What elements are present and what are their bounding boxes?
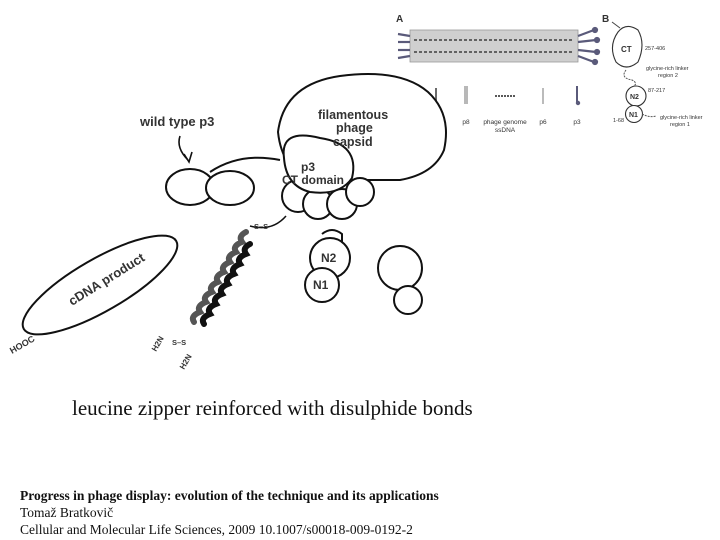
p3-glyph-head — [575, 100, 581, 106]
hooc-label: HOOC — [8, 333, 37, 355]
phage-filament — [409, 29, 579, 63]
inset-b-letter: B — [602, 14, 609, 25]
legend-p3: p3 — [573, 119, 581, 126]
capsid-label-2: phage — [336, 121, 373, 135]
inset-a-letter: A — [396, 14, 403, 25]
cdna-product — [21, 234, 179, 336]
n2-label: N2 — [321, 251, 337, 265]
zipper-to-ct-linker — [249, 215, 287, 229]
inset-linker-1 — [641, 113, 657, 118]
inset-b-pointer — [611, 21, 621, 29]
legend-genome: phage genome — [483, 119, 527, 126]
legend-p8: p8 — [462, 119, 470, 126]
wild-type-arrow — [178, 135, 189, 161]
inset-linker1-text-2: region 1 — [670, 122, 690, 128]
main-schematic — [21, 73, 447, 336]
inset-linker2-text-1: glycine-rich linker — [646, 66, 689, 72]
citation-author: Tomaž Bratkovič — [20, 505, 114, 520]
inset-linker1-text-1: glycine-rich linker — [660, 115, 703, 121]
inset-linker-2 — [623, 69, 636, 89]
inset-n2-range: 87-217 — [648, 88, 665, 94]
p7-glyph — [435, 88, 437, 102]
p6-glyph — [542, 88, 544, 104]
legend-ssdna: ssDNA — [495, 127, 516, 134]
inset-a: A p9 p7 p8 phage genome ssDNA p6 p3 — [396, 14, 601, 134]
citation-title: Progress in phage display: evolution of … — [20, 488, 439, 503]
inset-linker2-text-2: region 2 — [658, 73, 678, 79]
figure-caption: leucine zipper reinforced with disulphid… — [72, 396, 473, 420]
black-helix — [199, 241, 253, 327]
citation-journal: Cellular and Molecular Life Sciences, 20… — [20, 522, 413, 537]
n1-domain — [304, 267, 340, 303]
h2n-label-2: H2N — [178, 352, 194, 370]
legend-p6: p6 — [539, 119, 547, 126]
grey-helix — [189, 229, 249, 325]
ct-domain-lobe-4 — [345, 177, 375, 207]
ct-label-1: p3 — [301, 160, 315, 174]
inset-b: B CT 257-406 glycine-rich linker region … — [602, 14, 703, 128]
wild-type-p3-label: wild type p3 — [139, 114, 214, 129]
inset-n1-range: 1-68 — [613, 118, 624, 124]
disulphide-label-top: S–S — [254, 222, 268, 231]
inset-ct-label: CT — [621, 45, 632, 54]
inset-ct-range: 257-406 — [645, 46, 665, 52]
p3-p6-cap — [577, 26, 601, 66]
wild-type-p3-linker — [209, 156, 281, 173]
free-n-domain-2 — [393, 285, 423, 315]
p9-p7-cap — [397, 32, 411, 60]
free-n-domain-1 — [377, 245, 423, 291]
phage-display-diagram: A p9 p7 p8 phage genome ssDNA p6 p3 B — [8, 14, 703, 370]
inset-n1-label: N1 — [629, 112, 638, 119]
wild-type-arrowhead — [183, 151, 193, 164]
p8-glyph — [464, 86, 468, 104]
citation: Progress in phage display: evolution of … — [20, 487, 439, 538]
capsid-label-3: capsid — [333, 135, 373, 149]
leucine-zipper — [189, 229, 253, 327]
wild-type-p3-ct-2 — [205, 170, 255, 206]
capsid-label-1: filamentous — [318, 108, 388, 122]
inset-ct-domain — [611, 25, 643, 68]
inset-n2-label: N2 — [630, 94, 639, 101]
n1-label: N1 — [313, 278, 329, 292]
h2n-label-1: H2N — [150, 334, 166, 353]
ct-label-2: CT domain — [282, 173, 344, 187]
n2-linker — [321, 229, 343, 258]
disulphide-label-bottom: S–S — [172, 338, 186, 347]
p3-ct-domain — [282, 134, 355, 194]
